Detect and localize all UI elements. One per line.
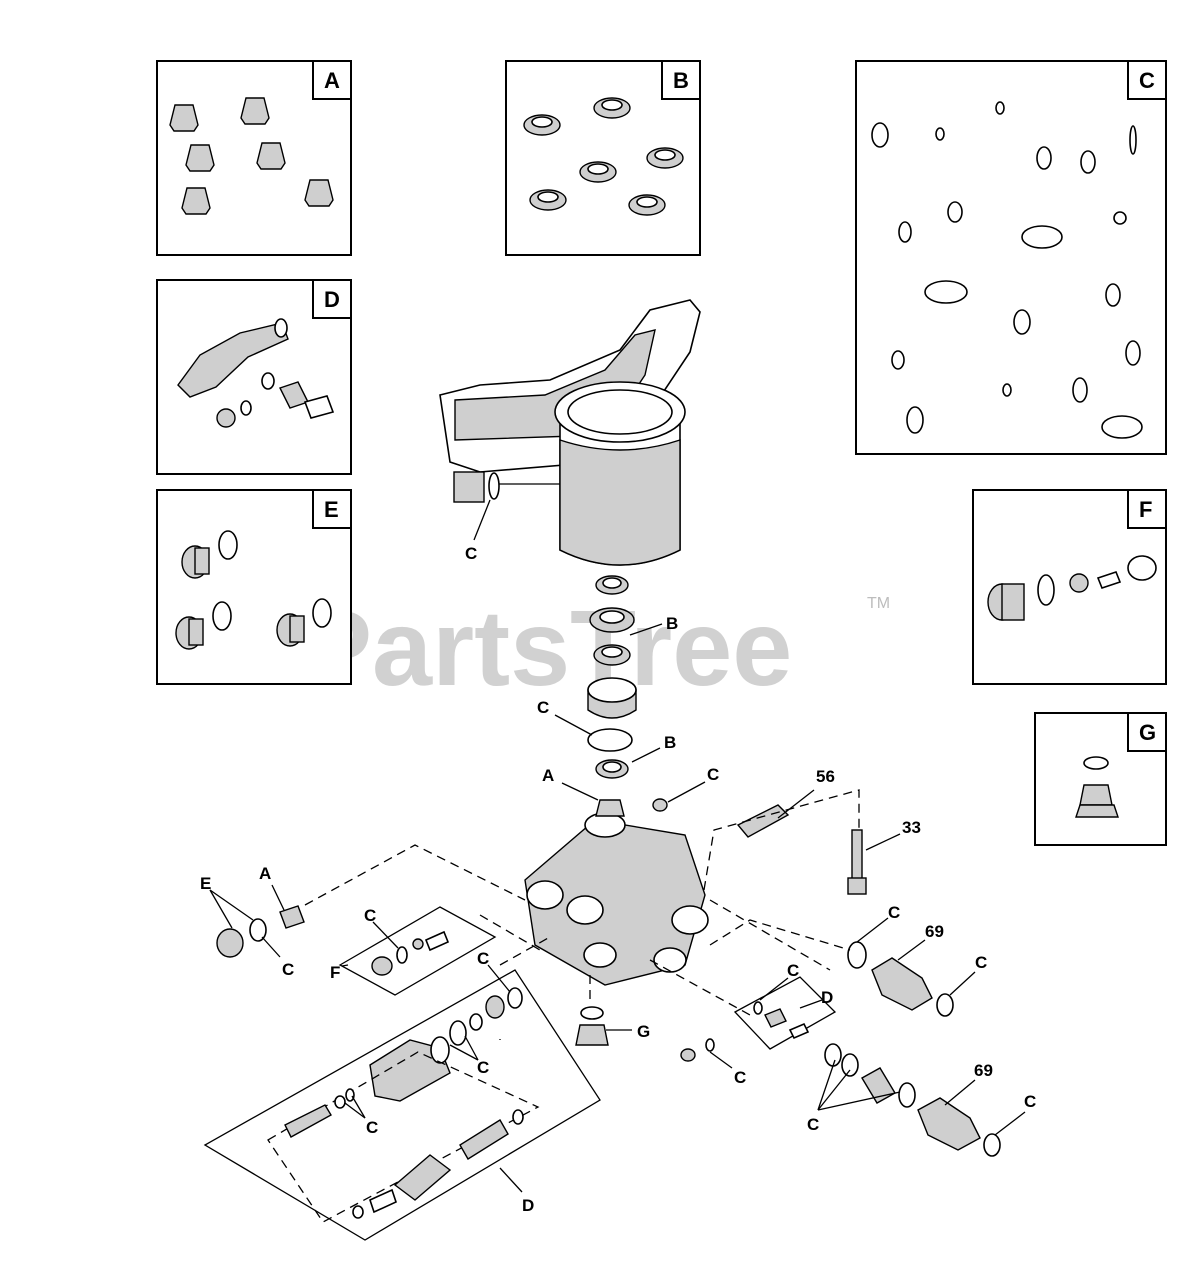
- callout-a-top: A: [542, 766, 554, 785]
- manifold-head: [524, 812, 709, 986]
- kit-c-tag: C: [1139, 68, 1155, 93]
- kit-b-box: B: [505, 60, 701, 256]
- nozzle-icon: [169, 97, 334, 215]
- kit-e-box: E: [156, 489, 352, 685]
- g-plug-part: [575, 1006, 609, 1046]
- kit-d-tag: D: [324, 287, 340, 312]
- o-ring-icon: [871, 101, 1143, 439]
- callout-c-dkit-top: C: [477, 949, 489, 968]
- left-plug-parts: [216, 905, 305, 958]
- small-valve-part: [680, 1048, 696, 1062]
- callout-c-valve: C: [787, 961, 799, 980]
- callout-c-lower-right: C: [1024, 1092, 1036, 1111]
- kit-f-box: F: [972, 489, 1167, 685]
- check-valve-icon: [987, 555, 1157, 621]
- kit-c-box: C: [855, 60, 1167, 455]
- callout-c-ring: C: [537, 698, 549, 717]
- callout-g: G: [637, 1022, 650, 1041]
- dashed-leaders: [304, 789, 860, 1016]
- watermark-brand: PartsTree: [300, 587, 792, 708]
- callout-c-lower-group: C: [807, 1115, 819, 1134]
- bolt-33-part: [847, 829, 867, 895]
- callout-c-right1: C: [888, 903, 900, 922]
- callout-69-upper: 69: [925, 922, 944, 941]
- watermark-trademark: TM: [867, 595, 890, 612]
- callout-d-big: D: [522, 1196, 534, 1215]
- unloader-valve-icon: [177, 318, 335, 428]
- plug-icon: [175, 530, 332, 650]
- crankcase-housing: [439, 299, 701, 566]
- kit-d-box: D: [156, 279, 352, 475]
- seal-stack: [587, 575, 637, 779]
- callout-a-left: A: [259, 864, 271, 883]
- callout-c-bottom-valve: C: [734, 1068, 746, 1087]
- callout-c-mid: C: [477, 1058, 489, 1077]
- callout-c-left: C: [282, 960, 294, 979]
- drain-plug-icon: [1075, 756, 1119, 818]
- small-ring-part: [705, 1038, 715, 1052]
- kit-e-tag: E: [324, 497, 339, 522]
- callout-56: 56: [816, 767, 835, 786]
- kit-f-tag: F: [1139, 497, 1152, 522]
- side-plug-part: [453, 471, 560, 503]
- solid-leaders: [209, 499, 1026, 1193]
- callout-c-cap: C: [707, 765, 719, 784]
- fitting-69-lower: [824, 1043, 1001, 1157]
- f-kit-group: [338, 906, 497, 996]
- kit-g-tag: G: [1139, 720, 1156, 745]
- callout-c-fkit: C: [364, 906, 376, 925]
- kit-g-box: G: [1034, 712, 1167, 846]
- cap-part: [652, 798, 668, 812]
- callout-b-upper: B: [666, 614, 678, 633]
- callout-c-head: C: [465, 544, 477, 563]
- kit-b-tag: B: [673, 68, 689, 93]
- callout-e-left: E: [200, 874, 211, 893]
- callout-69-lower: 69: [974, 1061, 993, 1080]
- d-kit-unloader-group: [203, 969, 601, 1241]
- callout-b-lower: B: [664, 733, 676, 752]
- d-small-group: [733, 976, 837, 1050]
- fitting-69-upper: [847, 941, 954, 1017]
- callout-c-stem: C: [366, 1118, 378, 1137]
- callout-c-right2: C: [975, 953, 987, 972]
- top-nozzle-part: [595, 799, 625, 817]
- callout-d-small: D: [821, 988, 833, 1007]
- kit-a-tag: A: [324, 68, 340, 93]
- callout-f-kit: F: [330, 963, 340, 982]
- callout-33: 33: [902, 818, 921, 837]
- seal-icon: [523, 97, 684, 216]
- kit-a-box: A: [156, 60, 352, 256]
